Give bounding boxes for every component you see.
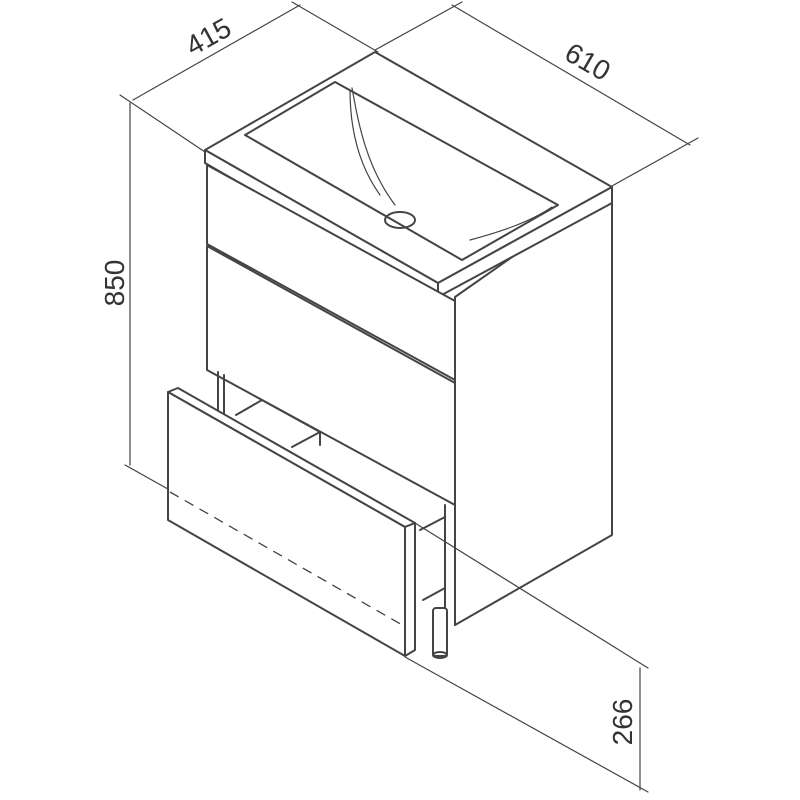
width-extension-line-left <box>374 1 463 51</box>
basin-bowl-front-curve <box>469 206 553 241</box>
legs <box>432 607 448 659</box>
width-dimension-line <box>451 4 691 146</box>
width-label: 610 <box>560 37 616 87</box>
bottom-drawer-side-edge <box>404 522 416 657</box>
bottom-drawer-front <box>167 391 406 657</box>
depth-extension-line-front <box>119 94 206 153</box>
drawer-box-bottom-right <box>422 587 446 601</box>
width-extension-line-right <box>611 137 699 187</box>
depth-label: 415 <box>180 12 236 62</box>
bottom-drawer-open <box>167 387 416 657</box>
height-extension-line-bottom <box>124 464 176 494</box>
depth-dimension-line <box>132 4 301 101</box>
front-leg-foot <box>432 651 448 659</box>
drawer-height-extension-line-bottom <box>404 656 649 793</box>
basin-bowl-back-curve <box>349 89 381 196</box>
drain-hole-icon <box>384 211 416 229</box>
drawer-bottom-hidden-line <box>169 491 405 627</box>
cabinet <box>204 51 613 626</box>
height-dimension: 850 <box>99 102 176 494</box>
basin-bowl-rim <box>244 81 559 261</box>
drawer-height-dimension: 266 <box>404 522 649 793</box>
drawer-box-back <box>235 399 321 448</box>
basin-bowl-back-curve-inner <box>351 87 396 206</box>
height-label: 850 <box>99 260 130 307</box>
drawer-height-label: 266 <box>607 699 638 746</box>
front-leg <box>432 607 448 657</box>
depth-extension-line-back <box>291 1 379 53</box>
upper-drawer-front <box>206 164 456 381</box>
drawer-height-extension-line-top <box>414 522 649 669</box>
drawer-box-top-right <box>419 516 446 531</box>
